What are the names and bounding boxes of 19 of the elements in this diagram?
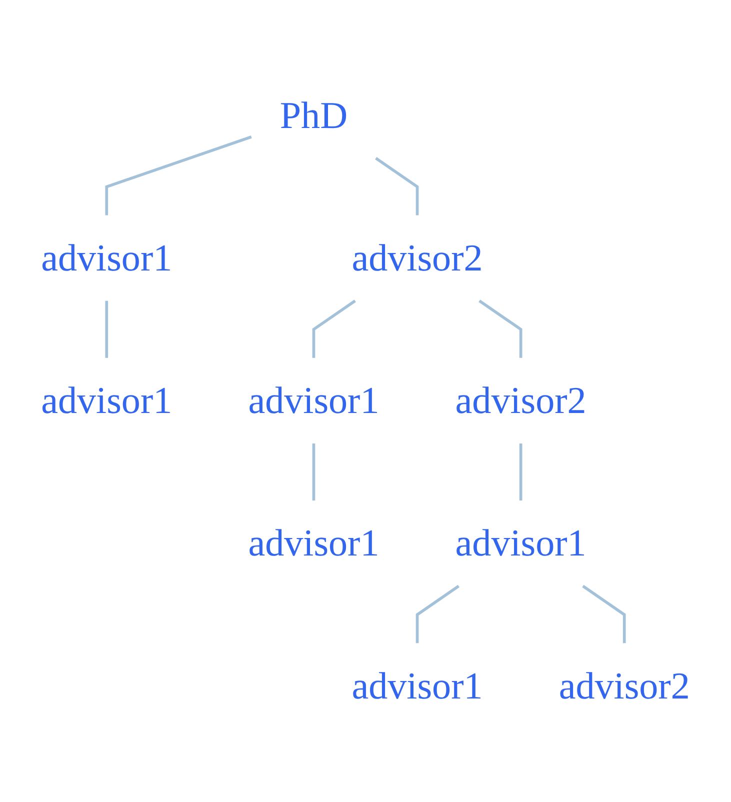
node-text: advisor1 bbox=[41, 236, 172, 280]
node-text: advisor1 bbox=[455, 522, 586, 565]
node-text: advisor1 bbox=[248, 379, 380, 422]
connector bbox=[582, 585, 626, 644]
connector bbox=[312, 444, 316, 501]
connector bbox=[416, 585, 460, 644]
node-text: advisor1 bbox=[352, 664, 483, 708]
node-text: advisor2 bbox=[352, 236, 483, 280]
node-text: advisor1 bbox=[41, 379, 172, 422]
node-text: advisor2 bbox=[558, 664, 690, 708]
node-text: PhD bbox=[280, 94, 348, 137]
connector bbox=[105, 301, 108, 358]
connector bbox=[478, 300, 522, 358]
connector bbox=[519, 444, 522, 501]
connector bbox=[375, 157, 419, 216]
connector bbox=[105, 136, 252, 216]
node-text: advisor2 bbox=[455, 379, 586, 422]
connector bbox=[312, 300, 356, 358]
node-text: advisor1 bbox=[248, 522, 380, 565]
